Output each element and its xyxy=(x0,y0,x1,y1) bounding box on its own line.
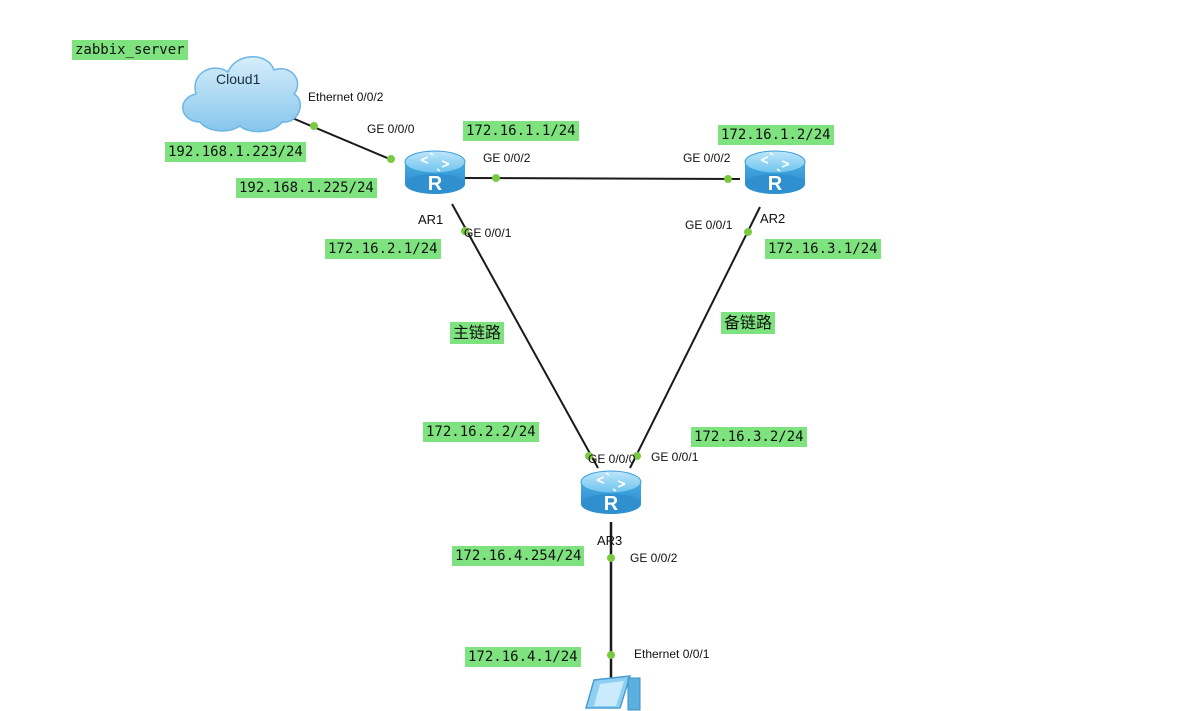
port-label-ar1-ge000: GE 0/0/0 xyxy=(367,122,415,136)
ip-label-ar2-ge002: 172.16.1.2/24 xyxy=(718,125,834,145)
port-dot xyxy=(607,554,615,562)
ip-label-ar3-ge002: 172.16.4.254/24 xyxy=(452,546,585,566)
port-dot xyxy=(585,452,593,460)
router-ar2-icon[interactable] xyxy=(744,150,806,196)
cloud-icon[interactable] xyxy=(182,56,301,133)
link-cloud-ar1 xyxy=(277,111,393,161)
port-label-cloud-eth: Ethernet 0/0/2 xyxy=(308,90,384,104)
server-label: zabbix_server xyxy=(72,40,188,60)
router-ar1-icon[interactable] xyxy=(404,150,466,196)
port-dot xyxy=(633,452,641,460)
ip-label-pc: 172.16.4.1/24 xyxy=(465,647,581,667)
port-dot xyxy=(607,651,615,659)
port-label-ar3-ge001: GE 0/0/1 xyxy=(651,450,699,464)
port-label-pc-eth: Ethernet 0/0/1 xyxy=(634,647,710,661)
cloud-label: Cloud1 xyxy=(216,71,261,87)
ip-label-cloud: 192.168.1.223/24 xyxy=(165,142,306,162)
link-ar1-ar2 xyxy=(464,177,741,180)
port-label-ar3-ge002: GE 0/0/2 xyxy=(630,551,678,565)
port-dot xyxy=(387,155,395,163)
backup-link-label: 备链路 xyxy=(721,312,776,334)
port-dot xyxy=(724,175,732,183)
pc-icon[interactable] xyxy=(585,675,641,711)
device-label-ar2: AR2 xyxy=(760,211,786,226)
ip-label-ar3-ge000: 172.16.2.2/24 xyxy=(423,422,539,442)
port-dot xyxy=(461,227,469,235)
primary-link-label: 主链路 xyxy=(450,322,505,344)
port-dot xyxy=(492,174,500,182)
ip-label-ar3-ge001: 172.16.3.2/24 xyxy=(691,427,807,447)
port-label-ar1-ge001: GE 0/0/1 xyxy=(464,226,512,240)
port-dot xyxy=(744,228,752,236)
port-label-ar1-ge002: GE 0/0/2 xyxy=(483,151,531,165)
port-label-ar3-ge000: GE 0/0/0 xyxy=(588,452,636,466)
device-label-ar3: AR3 xyxy=(597,533,623,548)
port-dot xyxy=(310,122,318,130)
port-label-ar2-ge002: GE 0/0/2 xyxy=(683,151,731,165)
ip-label-ar2-ge001: 172.16.3.1/24 xyxy=(765,239,881,259)
link-ar2-ar3-backup xyxy=(629,206,761,469)
port-label-ar2-ge001: GE 0/0/1 xyxy=(685,218,733,232)
link-ar1-ar3-primary xyxy=(451,203,599,469)
router-ar3-icon[interactable] xyxy=(580,470,642,516)
ip-label-ar1-ge002: 172.16.1.1/24 xyxy=(463,121,579,141)
ip-label-ar1-ge000: 192.168.1.225/24 xyxy=(236,178,377,198)
ip-label-ar1-ge001: 172.16.2.1/24 xyxy=(325,239,441,259)
device-label-ar1: AR1 xyxy=(418,212,444,227)
